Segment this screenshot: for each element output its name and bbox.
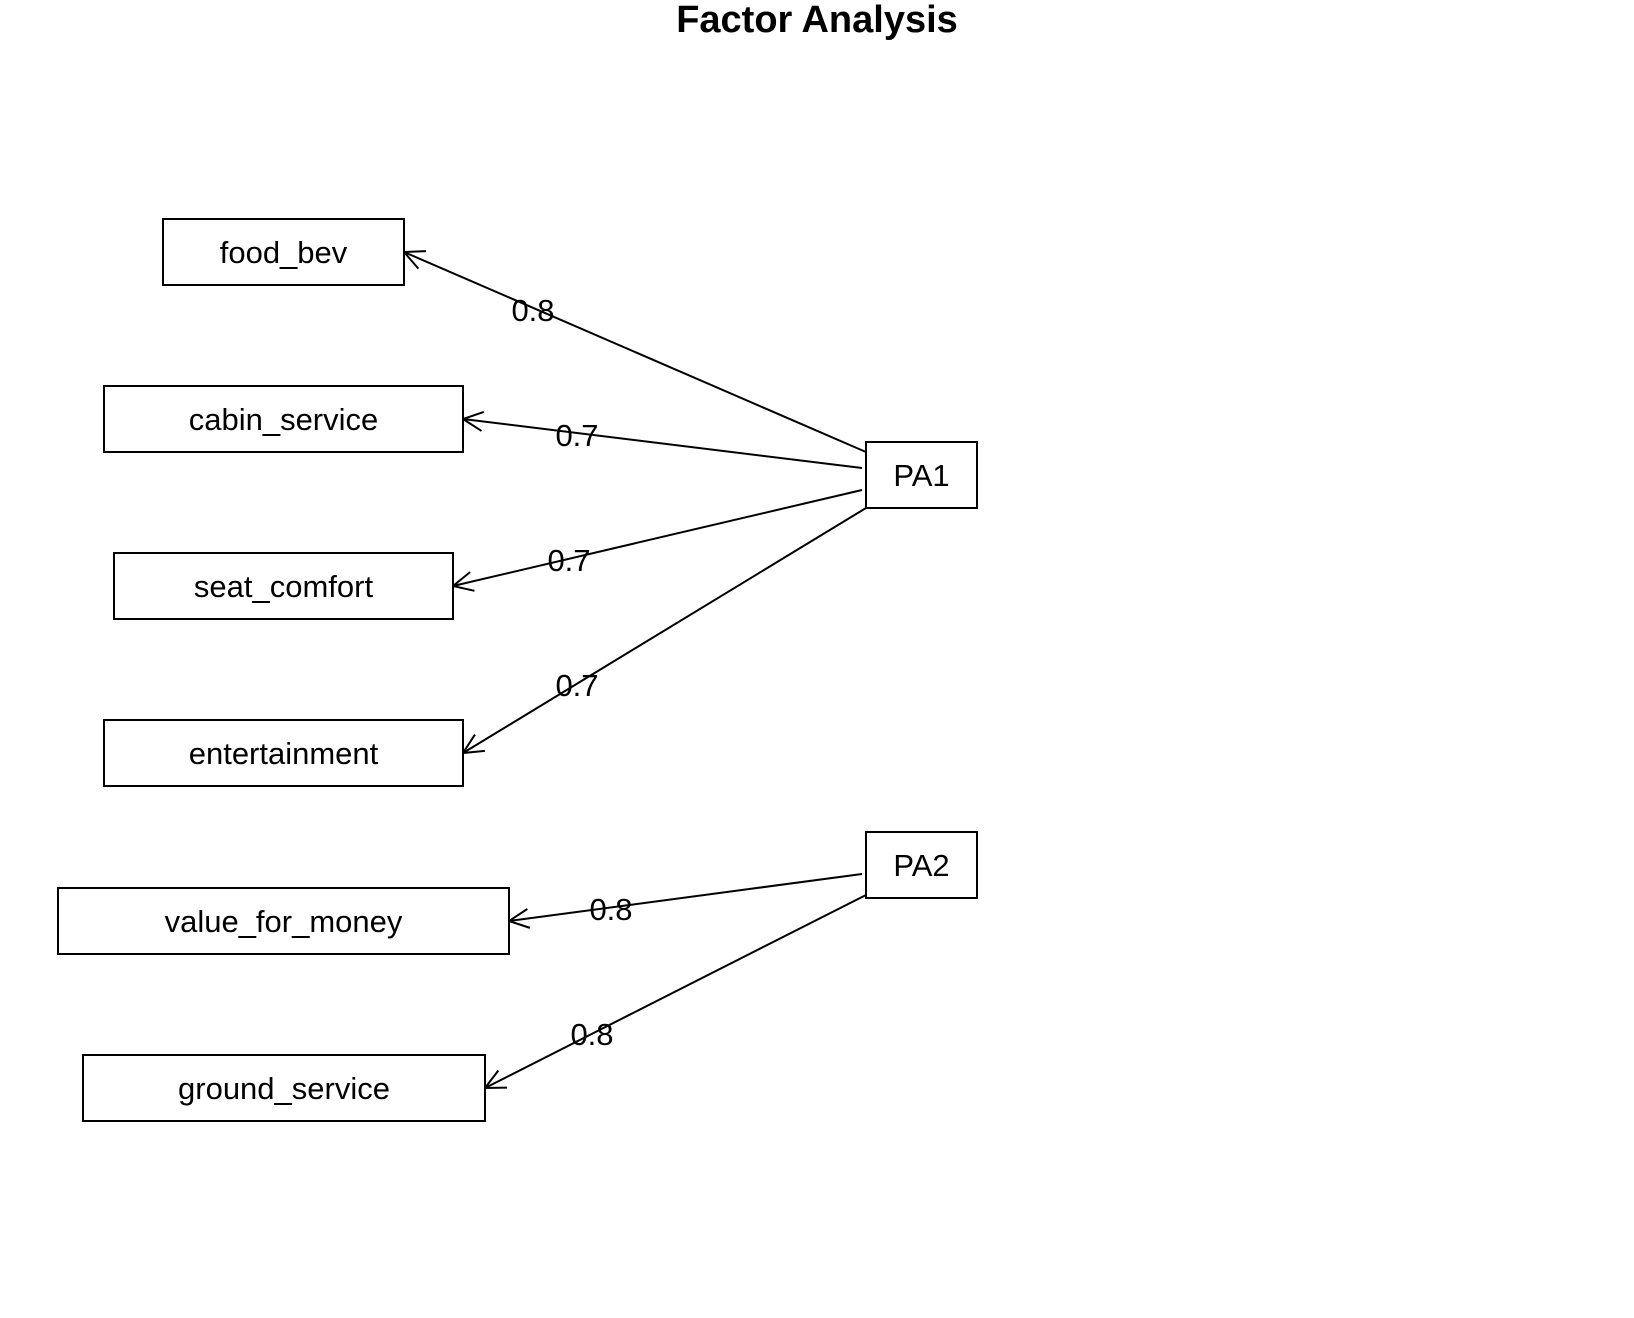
factor-box — [865, 831, 978, 899]
variable-node-value_for_money: value_for_money — [57, 887, 510, 955]
loading-edges: 0.8 0.7 0.7 0.7 0.8 0.8 — [401, 250, 867, 1090]
variable-box — [103, 719, 464, 787]
loading-edge-PA1-entertainment — [462, 507, 867, 754]
variable-label: food_bev — [220, 235, 348, 270]
factor-node-PA1: PA1 — [865, 441, 978, 509]
variable-label: cabin_service — [189, 402, 379, 437]
variable-node-ground_service: ground_service — [82, 1054, 486, 1122]
variable-label: entertainment — [189, 736, 379, 771]
variable-label: value_for_money — [165, 904, 403, 939]
loading-value-value_for_money: 0.8 — [589, 892, 632, 927]
loading-value-seat_comfort: 0.7 — [547, 543, 590, 578]
loading-edge-PA1-cabin_service — [462, 418, 863, 469]
factor-node-PA2: PA2 — [865, 831, 978, 899]
variable-label: seat_comfort — [194, 569, 374, 604]
variable-box — [103, 385, 464, 453]
variable-node-seat_comfort: seat_comfort — [113, 552, 454, 620]
loading-edge-PA2-ground_service — [484, 894, 867, 1089]
variable-node-food_bev: food_bev — [162, 218, 405, 286]
factor-label: PA2 — [893, 848, 949, 883]
diagram-title: Factor Analysis — [676, 0, 958, 41]
factor-label: PA1 — [893, 458, 949, 493]
loading-edge-PA1-food_bev — [403, 251, 867, 453]
variable-box — [162, 218, 405, 286]
factor-box — [865, 441, 978, 509]
loading-edge-PA2-value_for_money — [508, 873, 863, 922]
loading-edge-PA1-seat_comfort — [452, 489, 863, 587]
variable-label: ground_service — [178, 1071, 390, 1106]
variable-node-entertainment: entertainment — [103, 719, 464, 787]
variable-box — [113, 552, 454, 620]
loading-value-entertainment: 0.7 — [555, 668, 598, 703]
variable-box — [57, 887, 510, 955]
loading-value-ground_service: 0.8 — [570, 1017, 613, 1052]
variable-box — [82, 1054, 486, 1122]
variable-node-cabin_service: cabin_service — [103, 385, 464, 453]
loading-value-food_bev: 0.8 — [511, 293, 554, 328]
diagram-nodes: food_bev cabin_service seat_comfortenterta… — [57, 218, 978, 1122]
loading-value-cabin_service: 0.7 — [555, 418, 598, 453]
